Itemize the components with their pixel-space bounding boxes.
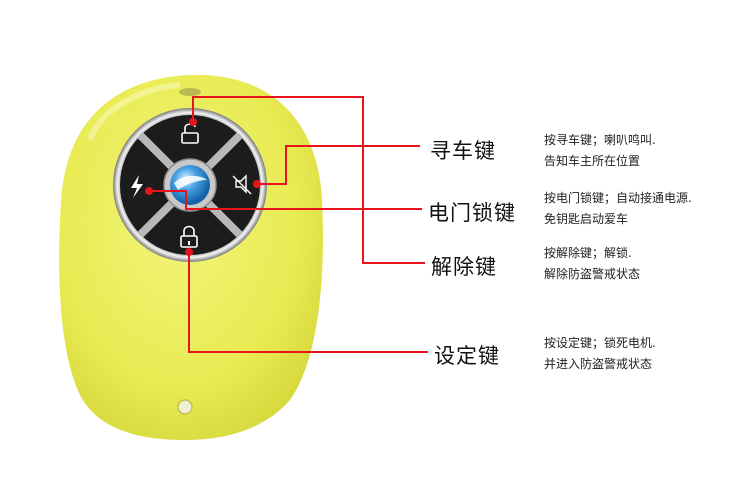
- label-disarm-key: 解除键: [431, 255, 497, 279]
- unlock-icon[interactable]: [181, 123, 199, 144]
- center-logo-button[interactable]: [170, 165, 210, 205]
- callout-line-unlock: [192, 96, 425, 264]
- desc-power-lock-key: 按电门锁键；自动接通电源. 免钥匙启动爱车: [544, 191, 692, 226]
- callout-line-power: [149, 190, 422, 210]
- led-indicator: [179, 88, 201, 96]
- label-arm-key: 设定键: [434, 344, 500, 368]
- desc-find-car-key: 按寻车键；喇叭鸣叫. 告知车主所在位置: [544, 133, 656, 168]
- desc-arm-key: 按设定键；锁死电机. 并进入防盗警戒状态: [544, 336, 656, 371]
- desc-disarm-key: 按解除键；解锁. 解除防盗警戒状态: [544, 246, 641, 281]
- speaker-mute-icon[interactable]: [232, 174, 252, 195]
- label-power-lock-key: 电门锁键: [428, 201, 516, 225]
- callout-lines: [149, 96, 428, 353]
- callout-line-lock: [188, 252, 428, 353]
- lock-icon[interactable]: [180, 225, 198, 248]
- lightning-icon[interactable]: [131, 175, 143, 198]
- callout-dots: [145, 118, 261, 256]
- button-pad: [113, 108, 267, 262]
- keyring-hole: [177, 399, 193, 415]
- label-find-car-key: 寻车键: [430, 139, 496, 163]
- callout-line-mute: [257, 145, 420, 185]
